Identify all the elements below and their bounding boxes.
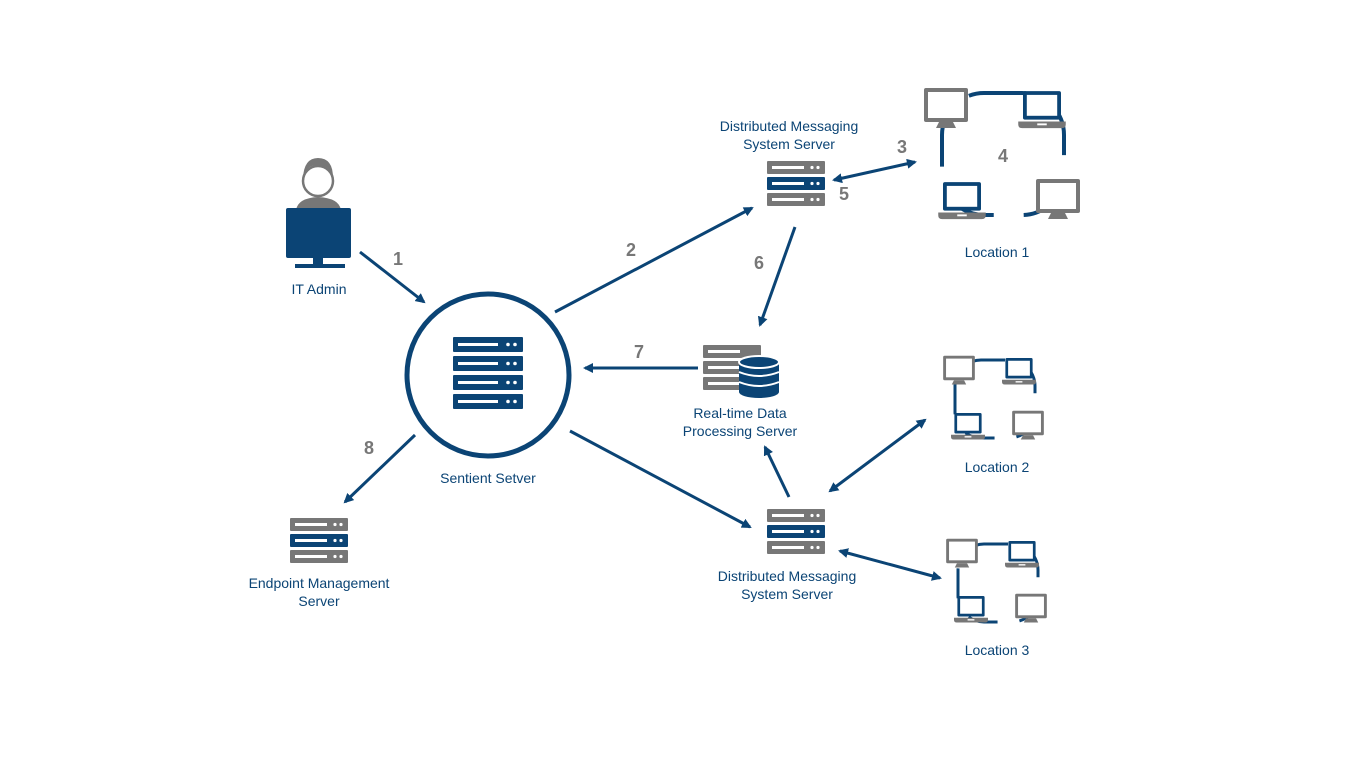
dms-bottom-label-line2: System Server: [741, 586, 833, 602]
dms-bottom-node: Distributed Messaging System Server: [718, 509, 857, 602]
laptop-computer-icon: [954, 596, 988, 623]
arrow-dms-bottom-realtime: [763, 445, 791, 498]
location-3-label: Location 3: [965, 642, 1030, 658]
dms-top-node: Distributed Messaging System Server: [720, 118, 859, 206]
server-icon: [767, 161, 825, 206]
location-1-label: Location 1: [965, 244, 1030, 260]
arrow-8: [343, 433, 417, 504]
arrow-3-5: [832, 158, 917, 184]
dms-top-label-line2: System Server: [743, 136, 835, 152]
realtime-label-line2: Processing Server: [683, 423, 798, 439]
step-5: 5: [839, 184, 849, 204]
laptop-computer-icon: [951, 413, 985, 440]
desktop-computer-icon: [1015, 593, 1047, 623]
server-database-icon: [703, 345, 780, 398]
location-3-cluster: Location 3: [946, 538, 1047, 658]
desktop-computer-icon: [946, 538, 978, 568]
location-1-ring: [940, 91, 1066, 217]
server-icon: [453, 337, 523, 409]
arrow-sentient-dms-bottom: [569, 429, 752, 529]
location-3-ring: [956, 542, 1040, 624]
server-icon: [767, 509, 825, 554]
realtime-server-node: Real-time Data Processing Server: [683, 345, 798, 439]
sentient-server-label: Sentient Setver: [440, 470, 536, 486]
user-at-computer-icon: [286, 158, 351, 268]
laptop-computer-icon: [1005, 541, 1039, 568]
step-numbers: 1 2 3 4 5 6 7 8: [364, 137, 1008, 458]
step-1: 1: [393, 249, 403, 269]
step-4: 4: [998, 146, 1008, 166]
dms-top-label-line1: Distributed Messaging: [720, 118, 859, 134]
endpoint-label-line1: Endpoint Management: [249, 575, 390, 591]
desktop-computer-icon: [1036, 179, 1080, 219]
arrow-6: [757, 226, 797, 327]
sentient-server-node: Sentient Setver: [404, 291, 572, 486]
server-icon: [290, 518, 348, 563]
step-2: 2: [626, 240, 636, 260]
location-2-cluster: Location 2: [943, 355, 1044, 475]
step-6: 6: [754, 253, 764, 273]
laptop-computer-icon: [1002, 358, 1036, 385]
arrows: [343, 158, 942, 581]
step-7: 7: [634, 342, 644, 362]
location-2-ring: [953, 358, 1037, 440]
it-admin-node: IT Admin: [286, 158, 351, 297]
desktop-computer-icon: [943, 355, 975, 385]
it-admin-label: IT Admin: [292, 281, 347, 297]
laptop-computer-icon: [1018, 91, 1066, 129]
desktop-computer-icon: [1012, 410, 1044, 440]
endpoint-server-node: Endpoint Management Server: [249, 518, 390, 609]
step-3: 3: [897, 137, 907, 157]
arrow-dms-location2: [828, 418, 927, 493]
location-2-label: Location 2: [965, 459, 1030, 475]
realtime-label-line1: Real-time Data: [693, 405, 787, 421]
location-1-cluster: Location 1: [924, 88, 1080, 260]
endpoint-label-line2: Server: [298, 593, 340, 609]
arrow-dms-location3: [838, 548, 942, 581]
arrow-1: [359, 250, 426, 304]
desktop-computer-icon: [924, 88, 968, 128]
dms-bottom-label-line1: Distributed Messaging: [718, 568, 857, 584]
step-8: 8: [364, 438, 374, 458]
arrow-2: [554, 206, 754, 314]
laptop-computer-icon: [938, 182, 986, 220]
